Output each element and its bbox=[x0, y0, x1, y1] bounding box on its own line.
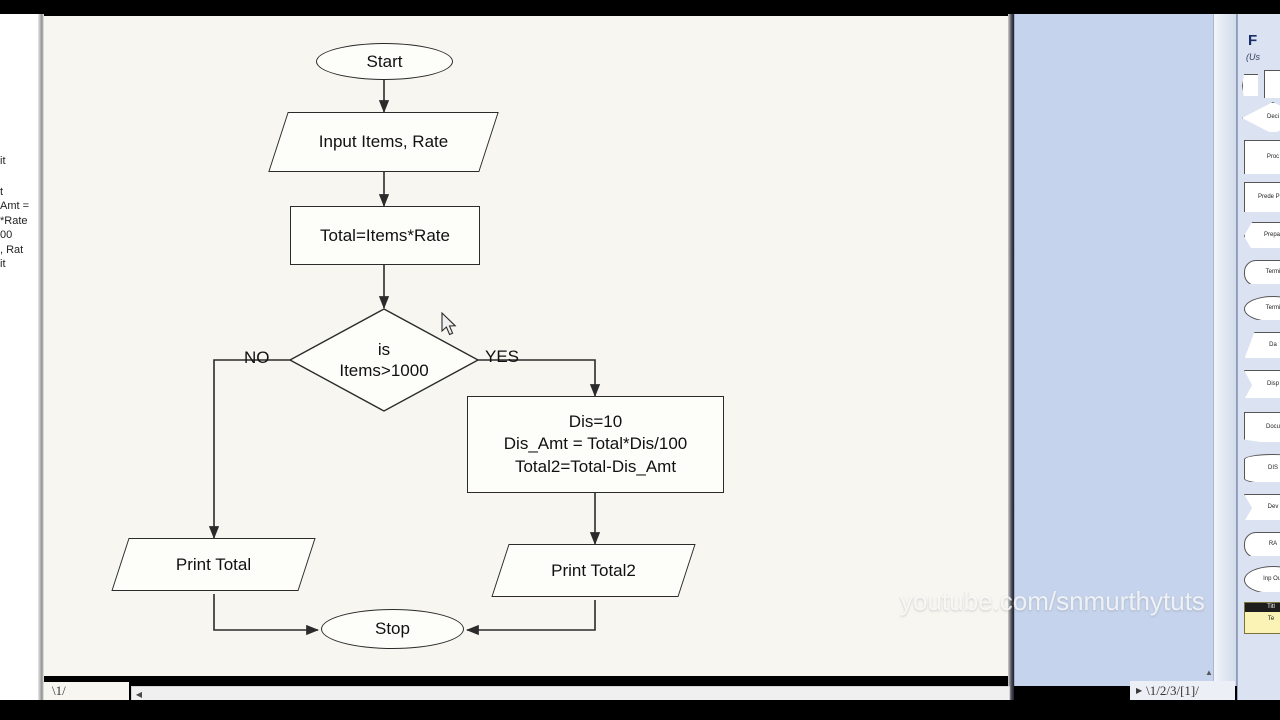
stencil-shape-device[interactable]: Dev bbox=[1244, 494, 1280, 520]
code-fragment: 00 bbox=[0, 229, 13, 241]
letterbox-bottom bbox=[0, 700, 1280, 720]
stencil-shape-display[interactable]: Disp bbox=[1244, 370, 1280, 398]
stencil-shape-label: Dev bbox=[1267, 503, 1279, 510]
rectangle-icon bbox=[1264, 70, 1280, 98]
rounded-rect-icon bbox=[1244, 532, 1280, 556]
shapes-stencil-panel[interactable]: F (Us Deci Proc Prede Proc Prepar Ter bbox=[1237, 14, 1280, 700]
flow-node-start-label: Start bbox=[366, 51, 403, 71]
left-pane-divider[interactable] bbox=[38, 14, 44, 700]
stencil-shape-predefined-process[interactable]: Prede Proc bbox=[1244, 182, 1280, 212]
hexagon-icon bbox=[1242, 74, 1258, 96]
stencil-shape-decision[interactable]: Deci bbox=[1242, 102, 1280, 132]
stencil-shape-document[interactable]: Docu bbox=[1244, 412, 1280, 442]
display-icon bbox=[1244, 370, 1280, 398]
stencil-shape-label: Deci bbox=[1266, 113, 1279, 120]
code-fragment: it bbox=[0, 155, 6, 167]
stencil-shape-label: Prede Proc bbox=[1257, 193, 1280, 200]
page-tabs-right[interactable]: ▶ \1/2/3/[1]/ bbox=[1130, 681, 1235, 700]
stencil-shape-data[interactable]: Da bbox=[1244, 332, 1280, 358]
mouse-cursor bbox=[441, 312, 457, 336]
stencil-shape-preparation[interactable]: Prepar bbox=[1244, 222, 1280, 248]
flow-node-discount-label: Dis=10 Dis_Amt = Total*Dis/100 Total2=To… bbox=[504, 411, 687, 477]
flowchart: Start Input Items, Rate Total=Items*Rate… bbox=[44, 16, 1013, 676]
flow-node-total[interactable]: Total=Items*Rate bbox=[290, 206, 480, 265]
flow-node-stop[interactable]: Stop bbox=[321, 609, 464, 649]
stencil-shape-label: RA bbox=[1268, 540, 1278, 547]
scroll-left-arrow-icon[interactable]: ◀ bbox=[132, 687, 146, 701]
flow-node-input[interactable]: Input Items, Rate bbox=[268, 112, 499, 172]
code-fragment: , Rat bbox=[0, 243, 24, 256]
flow-node-stop-label: Stop bbox=[375, 619, 410, 638]
page-tab-left-label: \1/ bbox=[52, 683, 66, 698]
stencil-shape-label: Da bbox=[1269, 341, 1277, 348]
scroll-up-arrow-icon[interactable]: ▲ bbox=[1205, 668, 1213, 677]
edge-label-yes: YES bbox=[485, 347, 520, 366]
discount-line-3: Total2=Total-Dis_Amt bbox=[514, 456, 677, 476]
decision-line-1: is bbox=[377, 339, 391, 359]
stencil-title: F bbox=[1248, 32, 1258, 49]
stencil-shape-input-output[interactable]: Inp Out bbox=[1244, 566, 1280, 592]
flow-node-print-total-label: Print Total bbox=[175, 554, 252, 574]
code-fragment: *Rate bbox=[0, 214, 28, 227]
stencil-shape-label: Termi bbox=[1265, 268, 1280, 275]
decision-line-2: Items>1000 bbox=[339, 361, 429, 380]
code-fragment: Amt = bbox=[0, 200, 30, 212]
predefined-process-icon bbox=[1244, 182, 1280, 212]
stencil-shape-title-note[interactable]: Titl Te bbox=[1244, 602, 1280, 634]
flow-node-print-total2-label: Print Total2 bbox=[551, 560, 636, 580]
right-blue-pane bbox=[1014, 14, 1214, 686]
stencil-shape-label: Docu bbox=[1265, 423, 1280, 430]
left-document-strip: it t Amt = *Rate 00 , Rat it bbox=[0, 14, 38, 700]
input-output-icon bbox=[1244, 566, 1280, 592]
stencil-shape-terminator-2[interactable]: Termi bbox=[1244, 296, 1280, 320]
stencil-shape-label: Prepar bbox=[1263, 231, 1280, 238]
note-body: Te bbox=[1267, 616, 1275, 622]
page-tabs-right-label: \1/2/3/[1]/ bbox=[1146, 682, 1199, 698]
watermark-text: youtube.com/snmurthytuts bbox=[900, 586, 1205, 616]
stencil-shape-label: Inp Out bbox=[1263, 575, 1280, 582]
code-fragment: it bbox=[0, 258, 6, 270]
flow-node-discount[interactable]: Dis=10 Dis_Amt = Total*Dis/100 Total2=To… bbox=[467, 396, 724, 493]
stencil-shape-label: DIS bbox=[1267, 464, 1278, 471]
document-icon bbox=[1244, 412, 1280, 442]
left-clipped-code: it t Amt = *Rate 00 , Rat it bbox=[0, 154, 38, 272]
stencil-shape-label: Disp bbox=[1266, 380, 1279, 387]
stencil-shape-rect-1[interactable] bbox=[1264, 70, 1280, 98]
stencil-shape-ra[interactable]: RA bbox=[1244, 532, 1280, 556]
rounded-terminator-icon bbox=[1244, 296, 1280, 320]
edge-label-no: NO bbox=[244, 348, 270, 367]
cylinder-icon bbox=[1244, 454, 1280, 482]
flow-node-start[interactable]: Start bbox=[316, 43, 453, 80]
drawing-canvas[interactable]: Start Input Items, Rate Total=Items*Rate… bbox=[44, 16, 1013, 676]
flow-node-decision[interactable]: is Items>1000 bbox=[289, 308, 479, 412]
page-tab-left[interactable]: \1/ bbox=[44, 682, 129, 700]
flow-node-print-total[interactable]: Print Total bbox=[111, 538, 316, 591]
pane-splitter[interactable] bbox=[1213, 14, 1237, 686]
note-header: Titl bbox=[1245, 603, 1280, 612]
rectangle-icon bbox=[1244, 140, 1280, 174]
code-fragment: t bbox=[0, 185, 4, 198]
discount-line-1: Dis=10 bbox=[568, 412, 623, 432]
flow-node-decision-label: is Items>1000 bbox=[339, 339, 428, 382]
stencil-shape-label: Proc bbox=[1266, 153, 1280, 160]
flow-node-input-label: Input Items, Rate bbox=[318, 132, 449, 151]
stencil-shape-terminator-1[interactable]: Termi bbox=[1244, 260, 1280, 284]
canvas-right-edge bbox=[1008, 14, 1014, 700]
terminator-icon bbox=[1244, 260, 1280, 284]
stencil-shape-label: Termi bbox=[1265, 304, 1280, 311]
letterbox-top bbox=[0, 0, 1280, 14]
stencil-shape-process-hex[interactable] bbox=[1242, 74, 1258, 96]
discount-line-2: Dis_Amt = Total*Dis/100 bbox=[503, 434, 688, 454]
page-tab-next-arrow-icon[interactable]: ▶ bbox=[1136, 686, 1143, 695]
stencil-shape-disk-storage[interactable]: DIS bbox=[1244, 454, 1280, 482]
stencil-shape-process[interactable]: Proc bbox=[1244, 140, 1280, 174]
flow-node-print-total2[interactable]: Print Total2 bbox=[491, 544, 696, 597]
stencil-subtitle: (Us bbox=[1246, 52, 1260, 62]
flow-node-total-label: Total=Items*Rate bbox=[320, 225, 450, 245]
diamond-shape bbox=[289, 308, 479, 412]
